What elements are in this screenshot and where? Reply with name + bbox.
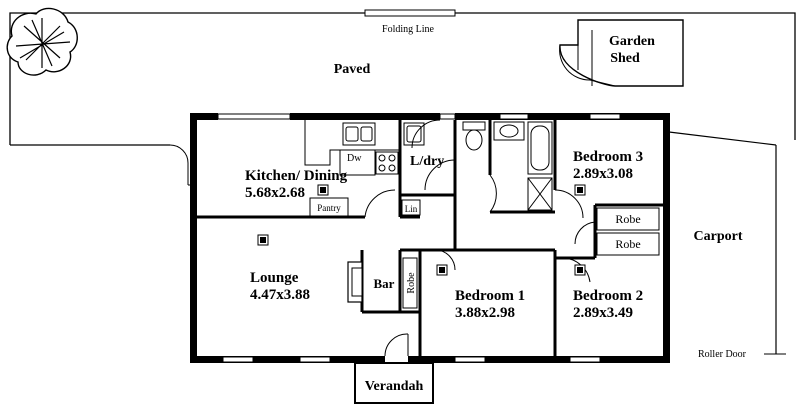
folding-line-marker xyxy=(364,9,456,17)
kitchen-dining-size: 5.68x2.68 xyxy=(245,185,305,201)
pantry-label: Pantry xyxy=(317,203,341,213)
linen-cupboard xyxy=(401,199,421,216)
lounge-label: Lounge xyxy=(250,270,299,286)
house-outer-walls xyxy=(190,113,670,363)
verandah-label: Verandah xyxy=(365,379,424,394)
bedroom2-label: Bedroom 2 xyxy=(573,288,643,304)
shower-icon xyxy=(527,177,553,211)
garden-shed-label-1: Garden xyxy=(609,34,655,49)
robe-2-label: Robe xyxy=(615,237,640,251)
roller-door-label: Roller Door xyxy=(698,349,747,360)
bedroom1-label: Bedroom 1 xyxy=(455,288,525,304)
bedroom3-size: 2.89x3.08 xyxy=(573,166,633,182)
carport-label: Carport xyxy=(694,229,743,244)
windows xyxy=(217,113,621,363)
verandah xyxy=(354,362,434,404)
dishwasher-label: Dw xyxy=(347,153,362,164)
tree-icon xyxy=(6,7,78,76)
bar-label: Bar xyxy=(374,276,395,291)
folding-line-label: Folding Line xyxy=(382,24,435,35)
internal-walls xyxy=(197,120,663,356)
doors xyxy=(364,119,596,357)
bathtub-icon xyxy=(527,121,553,175)
stove-icon xyxy=(375,151,399,175)
bedroom3-label: Bedroom 3 xyxy=(573,149,643,165)
basin-icon xyxy=(493,121,525,141)
robes xyxy=(402,207,660,309)
laundry-label: L/dry xyxy=(410,154,444,169)
kitchen-counter xyxy=(304,120,400,217)
fireplace xyxy=(347,261,363,303)
toilet-icon xyxy=(462,121,486,151)
kitchen-dining-label: Kitchen/ Dining xyxy=(245,168,348,184)
garden-shed xyxy=(559,19,684,87)
robe-1-label: Robe xyxy=(615,212,640,226)
gate-arc xyxy=(169,144,189,164)
garden-shed-label-2: Shed xyxy=(610,51,640,66)
robe-vertical-label: Robe xyxy=(406,272,417,294)
bedroom2-size: 2.89x3.49 xyxy=(573,305,633,321)
paved-label: Paved xyxy=(334,62,371,77)
lounge-size: 4.47x3.88 xyxy=(250,287,310,303)
sink-icon xyxy=(342,122,376,146)
boundary-right-edge xyxy=(668,131,777,146)
light-fixture-icon xyxy=(257,184,586,276)
laundry-trough xyxy=(403,122,425,146)
bedroom1-size: 3.88x2.98 xyxy=(455,305,515,321)
linen-label: Lin xyxy=(405,204,418,214)
